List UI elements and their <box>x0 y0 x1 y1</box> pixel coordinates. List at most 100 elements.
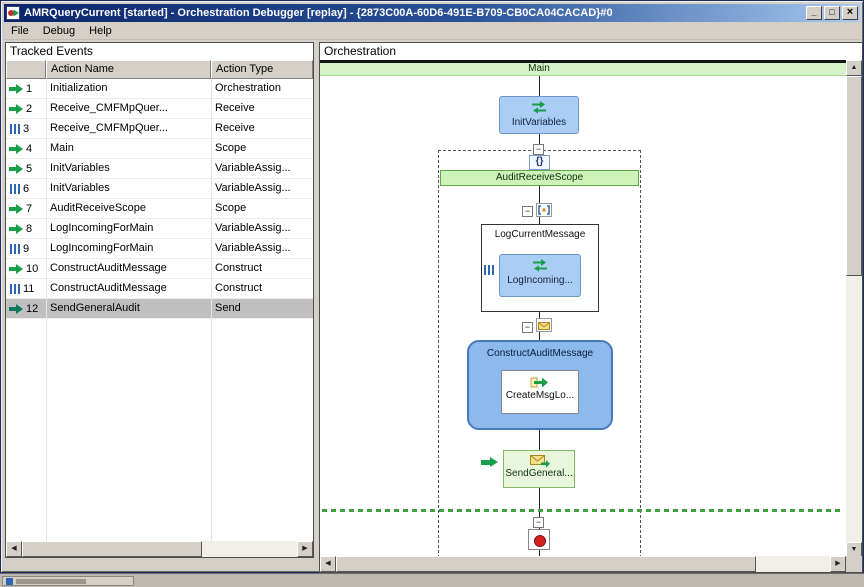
row-number: 7 <box>26 202 33 215</box>
orchestration-vscrollbar[interactable]: ▲ ▼ <box>846 60 862 558</box>
row-index-cell: 5 <box>6 159 46 178</box>
app-icon <box>6 6 20 20</box>
table-row[interactable]: 1 Initialization Orchestration <box>6 79 313 99</box>
table-row[interactable]: 11 ConstructAuditMessage Construct <box>6 279 313 299</box>
table-row[interactable]: 3 Receive_CMFMpQuer... Receive <box>6 119 313 139</box>
scrollbar-corner <box>846 556 862 572</box>
menu-bar: File Debug Help <box>4 22 860 40</box>
grid-header: Action Name Action Type <box>6 60 313 79</box>
row-index-cell: 4 <box>6 139 46 158</box>
collapse-toggle[interactable]: − <box>533 517 544 528</box>
audit-receive-scope-header[interactable]: AuditReceiveScope <box>440 170 639 186</box>
scroll-left-button[interactable]: ◀ <box>6 541 22 557</box>
event-state-icon <box>10 243 20 254</box>
scroll-right-button[interactable]: ▶ <box>297 541 313 557</box>
message-assignment-arrow-icon <box>530 377 548 388</box>
row-number: 10 <box>26 262 39 275</box>
scroll-thumb[interactable] <box>846 76 862 276</box>
column-header-action-type[interactable]: Action Type <box>211 60 313 79</box>
row-index-cell: 11 <box>6 279 46 298</box>
scroll-right-button[interactable]: ▶ <box>830 556 846 572</box>
grid-line-vertical <box>46 319 47 541</box>
shape-label: SendGeneral... <box>505 468 573 479</box>
scope-braces-icon: {} <box>529 155 550 170</box>
row-number: 6 <box>23 182 30 195</box>
table-row[interactable]: 9 LogIncomingForMain VariableAssig... <box>6 239 313 259</box>
row-index-cell: 3 <box>6 119 46 138</box>
event-state-icon <box>10 183 20 194</box>
table-row[interactable]: 6 InitVariables VariableAssig... <box>6 179 313 199</box>
orchestration-canvas: Main InitVariables − {} <box>320 60 846 558</box>
row-number: 4 <box>26 142 33 155</box>
row-number: 5 <box>26 162 33 175</box>
maximize-button[interactable]: □ <box>824 6 840 20</box>
orchestration-hscrollbar[interactable]: ◀ ▶ <box>320 556 846 572</box>
menu-help[interactable]: Help <box>89 25 112 37</box>
table-row[interactable]: 8 LogIncomingForMain VariableAssig... <box>6 219 313 239</box>
column-header-action-name[interactable]: Action Name <box>46 60 211 79</box>
action-name-cell: ConstructAuditMessage <box>46 279 211 298</box>
grid-line-vertical <box>211 319 212 541</box>
table-row[interactable]: 7 AuditReceiveScope Scope <box>6 199 313 219</box>
menu-debug[interactable]: Debug <box>42 25 76 37</box>
table-row[interactable]: 4 Main Scope <box>6 139 313 159</box>
shape-send-general[interactable]: SendGeneral... <box>503 450 575 488</box>
current-event-arrow-icon <box>481 457 498 468</box>
table-row[interactable]: 2 Receive_CMFMpQuer... Receive <box>6 99 313 119</box>
row-index-cell: 8 <box>6 219 46 238</box>
event-state-icon <box>9 303 23 314</box>
action-name-cell: AuditReceiveScope <box>46 199 211 218</box>
action-type-cell: Orchestration <box>211 79 313 98</box>
row-index-cell: 7 <box>6 199 46 218</box>
action-type-cell: Receive <box>211 99 313 118</box>
event-state-icon <box>9 263 23 274</box>
event-ended-bars-icon <box>484 265 494 275</box>
tracked-hscrollbar[interactable]: ◀ ▶ <box>6 541 313 557</box>
shape-create-msg[interactable]: CreateMsgLo... <box>501 370 579 414</box>
row-number: 3 <box>23 122 30 135</box>
main-scope-bottom-border <box>322 509 844 512</box>
shape-label: ConstructAuditMessage <box>486 348 594 359</box>
flow-connector <box>539 76 540 96</box>
shape-log-incoming[interactable]: LogIncoming... <box>499 254 581 297</box>
main-scope-label: Main <box>528 63 550 74</box>
action-type-cell: VariableAssig... <box>211 239 313 258</box>
scroll-thumb[interactable] <box>336 556 756 572</box>
scroll-left-button[interactable]: ◀ <box>320 556 336 572</box>
construct-message-icon <box>536 318 552 337</box>
shape-label: LogCurrentMessage <box>494 229 586 240</box>
table-row[interactable]: 12 SendGeneralAudit Send <box>6 299 313 319</box>
row-number: 2 <box>26 102 33 115</box>
send-envelope-icon <box>530 455 550 468</box>
action-type-cell: Scope <box>211 199 313 218</box>
main-scope-header[interactable]: Main <box>320 63 846 76</box>
grid-rows: 1 Initialization Orchestration 2 Receive… <box>6 79 313 319</box>
illegible-text-fragment <box>16 578 86 584</box>
collapse-toggle[interactable]: − <box>533 144 544 155</box>
action-name-cell: LogIncomingForMain <box>46 239 211 258</box>
event-state-icon <box>10 123 20 134</box>
action-type-cell: VariableAssig... <box>211 179 313 198</box>
collapse-toggle[interactable]: − <box>522 322 533 333</box>
minimize-button[interactable]: _ <box>806 6 822 20</box>
background-window-fragment <box>2 576 134 586</box>
collapse-toggle[interactable]: − <box>522 206 533 217</box>
menu-file[interactable]: File <box>11 25 29 37</box>
title-bar[interactable]: AMRQueryCurrent [started] - Orchestratio… <box>4 4 860 22</box>
terminate-icon[interactable] <box>528 529 550 550</box>
table-row[interactable]: 10 ConstructAuditMessage Construct <box>6 259 313 279</box>
tracked-events-title: Tracked Events <box>6 43 313 60</box>
flow-connector <box>539 134 540 145</box>
orchestration-title: Orchestration <box>320 43 862 60</box>
action-type-cell: Send <box>211 299 313 318</box>
action-name-cell: Initialization <box>46 79 211 98</box>
table-row[interactable]: 5 InitVariables VariableAssig... <box>6 159 313 179</box>
shape-init-variables[interactable]: InitVariables <box>499 96 579 134</box>
event-state-icon <box>9 163 23 174</box>
column-header-icon[interactable] <box>6 60 46 79</box>
scroll-thumb[interactable] <box>22 541 202 557</box>
close-button[interactable]: × <box>842 6 858 20</box>
scroll-up-button[interactable]: ▲ <box>846 60 862 76</box>
action-name-cell: Receive_CMFMpQuer... <box>46 119 211 138</box>
